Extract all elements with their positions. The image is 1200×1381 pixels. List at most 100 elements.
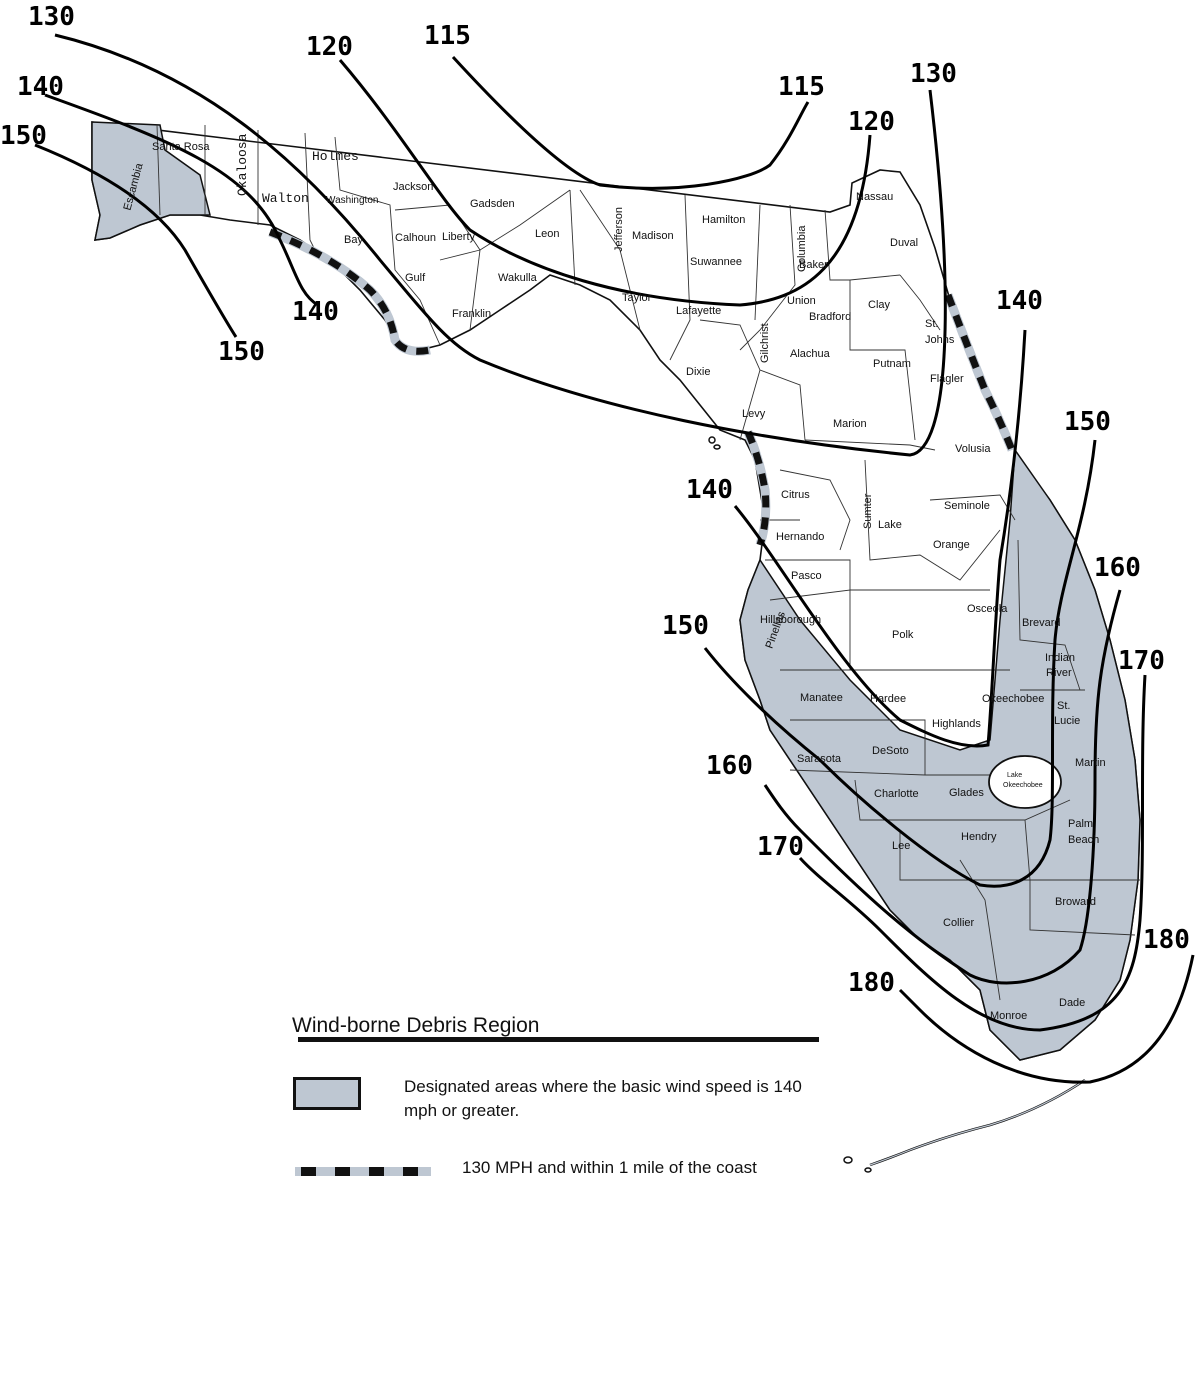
county-label: Baker [799, 259, 828, 271]
county-label: Lafayette [676, 305, 721, 317]
county-label: Gulf [405, 272, 426, 284]
contour-160 [763, 589, 1122, 985]
county-label: DeSoto [872, 745, 909, 757]
contour-140-east [733, 329, 1027, 748]
contour-150-east [703, 439, 1097, 888]
county-label: Lee [892, 840, 910, 852]
county-label: Volusia [955, 443, 991, 455]
county-label: St. [925, 318, 938, 330]
wind-contours [34, 33, 1195, 1084]
county-label: Brevard [1022, 617, 1061, 629]
county-label: Hernando [776, 531, 824, 543]
county-label: Okeechobee [982, 693, 1044, 705]
contour-150-north [34, 143, 238, 338]
county-label: Okaloosa [235, 133, 250, 196]
contour-label-150: 150 [218, 337, 265, 367]
contour-label-120: 120 [306, 32, 353, 62]
county-label: Wakulla [498, 272, 538, 284]
county-label: Gilchrist [759, 323, 771, 363]
legend-coastal-dash [295, 1167, 431, 1176]
county-label: Liberty [442, 231, 476, 243]
county-label: Levy [742, 408, 766, 420]
county-label: Nassau [856, 191, 893, 203]
islands [708, 436, 872, 1173]
county-label: Polk [892, 629, 914, 641]
county-label: Manatee [800, 692, 843, 704]
contour-115 [451, 55, 810, 190]
county-label: Osceola [967, 603, 1008, 615]
county-label: Sumter [862, 493, 874, 529]
contour-label-130: 130 [910, 59, 957, 89]
county-label: St. [1057, 700, 1070, 712]
coastal-130mph-segments [268, 227, 1017, 547]
legend-debris-text: Designated areas where the basic wind sp… [404, 1077, 802, 1120]
county-label: Flagler [930, 373, 964, 385]
contour-label-130: 130 [28, 2, 75, 32]
contour-120 [338, 59, 872, 307]
county-label: Jackson [393, 181, 433, 193]
contour-label-140: 140 [686, 475, 733, 505]
county-label: Calhoun [395, 232, 436, 244]
county-label: Jefferson [613, 207, 625, 252]
county-label: Pasco [791, 570, 822, 582]
county-label: Seminole [944, 500, 990, 512]
county-label: Highlands [932, 718, 981, 730]
contour-170 [798, 674, 1147, 1032]
contour-label-160: 160 [706, 751, 753, 781]
county-label: Dixie [686, 366, 710, 378]
county-label: Beach [1068, 834, 1099, 846]
county-label: Clay [868, 299, 891, 311]
contour-label-180: 180 [1143, 925, 1190, 955]
county-label: Taylor [622, 292, 652, 304]
florida-keys [869, 1078, 1086, 1167]
county-label: Walton [262, 191, 309, 206]
contour-labels: 130 140 150 120 115 115 120 130 140 150 … [0, 2, 1190, 998]
county-label: Duval [890, 237, 918, 249]
contour-180 [898, 954, 1195, 1084]
county-label: Dade [1059, 997, 1085, 1009]
county-label: Okeechobee [1003, 782, 1043, 789]
county-label: Martin [1075, 757, 1106, 769]
contour-label-150: 150 [662, 611, 709, 641]
contour-140-north [44, 93, 319, 307]
county-label: Lake [1007, 772, 1022, 779]
county-boundaries [156, 124, 1140, 1001]
legend-debris-swatch [293, 1077, 361, 1110]
county-label: Hamilton [702, 214, 745, 226]
county-label: Glades [949, 787, 984, 799]
contour-label-120: 120 [848, 107, 895, 137]
contour-label-160: 160 [1094, 553, 1141, 583]
county-label: Union [787, 295, 816, 307]
county-label: Johns [925, 334, 955, 346]
contour-label-180: 180 [848, 968, 895, 998]
contour-label-115: 115 [778, 72, 825, 102]
county-label: Palm [1068, 818, 1093, 830]
county-label: Hardee [870, 693, 906, 705]
county-label: Bay [344, 234, 363, 246]
county-label: Citrus [781, 489, 810, 501]
county-label: Bradford [809, 311, 851, 323]
county-label: Sarasota [797, 753, 842, 765]
county-label: Charlotte [874, 788, 919, 800]
county-label: Alachua [790, 348, 831, 360]
legend-divider [298, 1037, 819, 1042]
county-label: Suwannee [690, 256, 742, 268]
contour-label-140: 140 [996, 286, 1043, 316]
county-label: Marion [833, 418, 867, 430]
county-label: Indian [1045, 652, 1075, 664]
contour-label-140: 140 [292, 297, 339, 327]
contour-label-150: 150 [1064, 407, 1111, 437]
county-label: Lucie [1054, 715, 1080, 727]
county-label: Santa Rosa [152, 141, 210, 153]
contour-label-150: 150 [0, 121, 47, 151]
legend-title: Wind-borne Debris Region [292, 1014, 540, 1037]
county-label: Lake [878, 519, 902, 531]
county-label: Franklin [452, 308, 491, 320]
legend-coastal-text: 130 MPH and within 1 mile of the coast [462, 1158, 757, 1177]
county-label: Monroe [990, 1010, 1027, 1022]
county-label: Hendry [961, 831, 997, 843]
debris-region-panhandle [91, 121, 211, 241]
county-label: Washington [326, 195, 378, 206]
contour-label-170: 170 [1118, 646, 1165, 676]
